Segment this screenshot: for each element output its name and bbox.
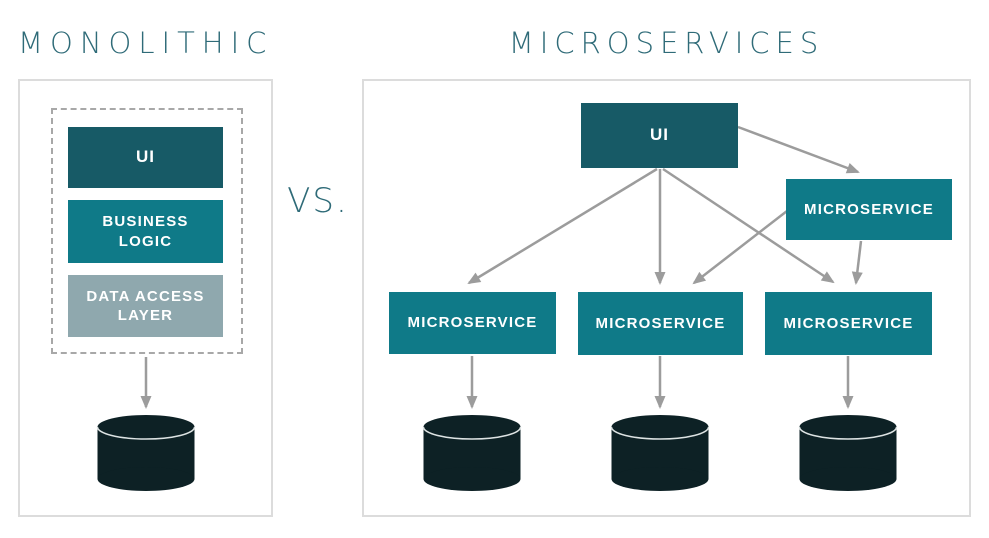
- database-icon: [422, 415, 522, 491]
- versus-label: VS.: [287, 181, 349, 221]
- microservice-box-1: MICROSERVICE: [389, 292, 556, 354]
- database-icon: [610, 415, 710, 491]
- microservice-box-2: MICROSERVICE: [578, 292, 743, 355]
- database-icon: [798, 415, 898, 491]
- ui-service-box: UI: [581, 103, 738, 168]
- microservice-box-3: MICROSERVICE: [765, 292, 932, 355]
- monolithic-title: MONOLITHIC: [18, 26, 274, 60]
- business-logic-layer-box: BUSINESS LOGIC: [68, 200, 223, 263]
- ui-layer-box: UI: [68, 127, 223, 188]
- microservices-title: MICROSERVICES: [508, 26, 825, 60]
- microservice-gateway-box: MICROSERVICE: [786, 179, 952, 240]
- data-access-layer-box: DATA ACCESS LAYER: [68, 275, 223, 337]
- database-icon: [96, 415, 196, 491]
- monolith-boundary: [51, 108, 243, 354]
